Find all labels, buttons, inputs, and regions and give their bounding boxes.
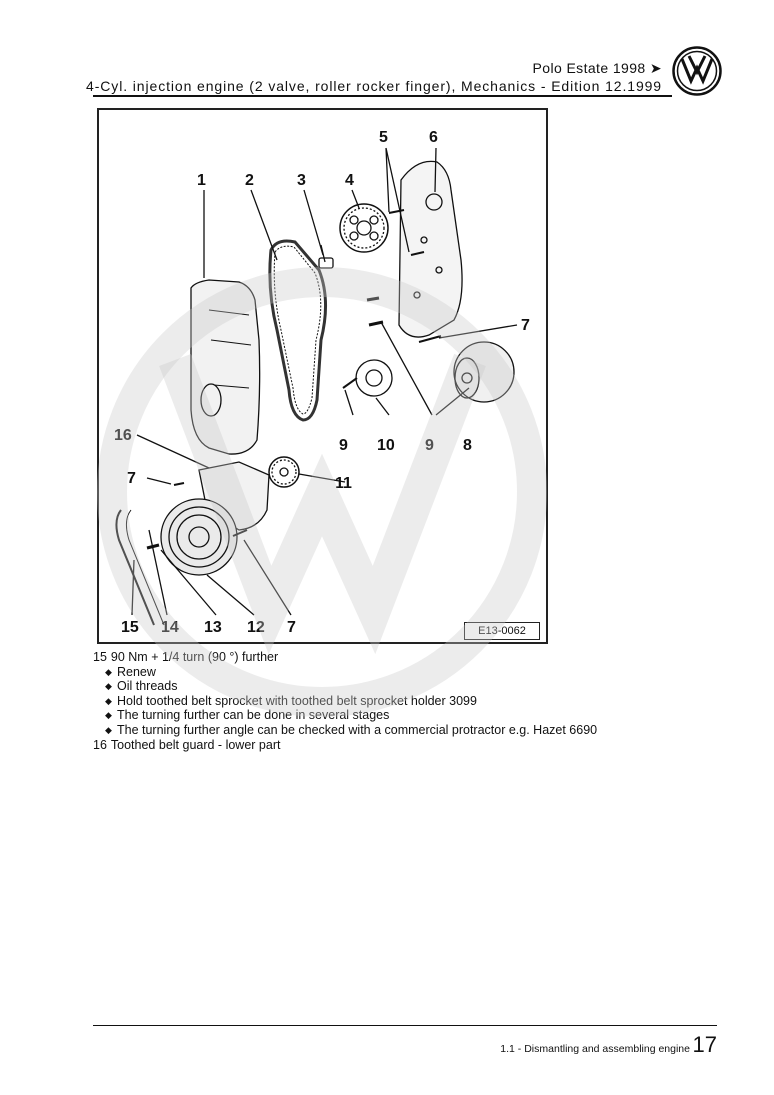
document-title: Polo Estate 1998 ➤ xyxy=(532,60,662,76)
callout-11: 11 xyxy=(335,475,352,492)
diamond-bullet-icon: ◆ xyxy=(105,710,112,721)
item-text: 90 Nm + 1/4 turn (90 °) further xyxy=(110,650,279,664)
callout-1: 1 xyxy=(197,172,206,189)
callout-14: 14 xyxy=(161,619,179,636)
callout-9-left: 9 xyxy=(339,437,348,454)
callout-9-right: 9 xyxy=(425,437,434,454)
callout-13: 13 xyxy=(204,619,222,636)
callout-7-top: 7 xyxy=(521,317,530,334)
bullet-text: Oil threads xyxy=(117,679,178,694)
footer-divider xyxy=(93,1025,717,1026)
callout-5: 5 xyxy=(379,129,388,146)
header-divider xyxy=(93,95,672,97)
diamond-bullet-icon: ◆ xyxy=(105,681,112,692)
diamond-bullet-icon: ◆ xyxy=(105,695,112,706)
callout-6: 6 xyxy=(429,129,438,146)
bullet-item: ◆ Oil threads xyxy=(105,679,713,694)
diamond-bullet-icon: ◆ xyxy=(105,724,112,735)
vw-logo-icon xyxy=(672,46,722,96)
exploded-view-diagram: 1 2 3 4 5 6 7 8 9 10 9 11 16 7 15 14 13 … xyxy=(114,129,530,636)
footer-section-title: 1.1 - Dismantling and assembling engine xyxy=(500,1043,690,1055)
callout-7-mid: 7 xyxy=(127,470,136,487)
callout-16: 16 xyxy=(114,427,132,444)
item-number: 15 xyxy=(93,650,107,664)
callout-7-bottom: 7 xyxy=(287,619,296,636)
bullet-text: Renew xyxy=(117,664,156,679)
callout-10: 10 xyxy=(377,437,395,454)
figure-code: E13-0062 xyxy=(464,622,540,640)
bullet-text: The turning further angle can be checked… xyxy=(117,722,598,737)
bullet-item: ◆ Hold toothed belt sprocket with toothed… xyxy=(105,694,713,709)
page-number: 17 xyxy=(692,1032,717,1057)
item-number: 16 xyxy=(93,737,107,752)
bullet-text: The turning further can be done in sever… xyxy=(117,708,390,723)
exploded-view-figure: 1 2 3 4 5 6 7 8 9 10 9 11 16 7 15 14 13 … xyxy=(97,108,548,644)
callout-2: 2 xyxy=(245,172,254,189)
item-text: Toothed belt guard - lower part xyxy=(110,737,281,752)
bullet-list: ◆ Renew ◆ Oil threads ◆ Hold toothed belt s… xyxy=(93,665,713,738)
callout-12: 12 xyxy=(247,619,265,636)
bullet-text: Hold toothed belt sprocket with toothed … xyxy=(117,693,477,708)
callout-15: 15 xyxy=(121,619,139,636)
callout-4: 4 xyxy=(345,172,354,189)
diamond-bullet-icon: ◆ xyxy=(105,666,112,677)
bullet-item: ◆ The turning further angle can be checke… xyxy=(105,723,713,738)
bullet-item: ◆ Renew xyxy=(105,665,713,680)
document-subtitle: 4-Cyl. injection engine (2 valve, roller… xyxy=(86,78,662,94)
callout-8: 8 xyxy=(463,437,472,454)
bullet-item: ◆ The turning further can be done in seve… xyxy=(105,708,713,723)
callout-3: 3 xyxy=(297,172,306,189)
